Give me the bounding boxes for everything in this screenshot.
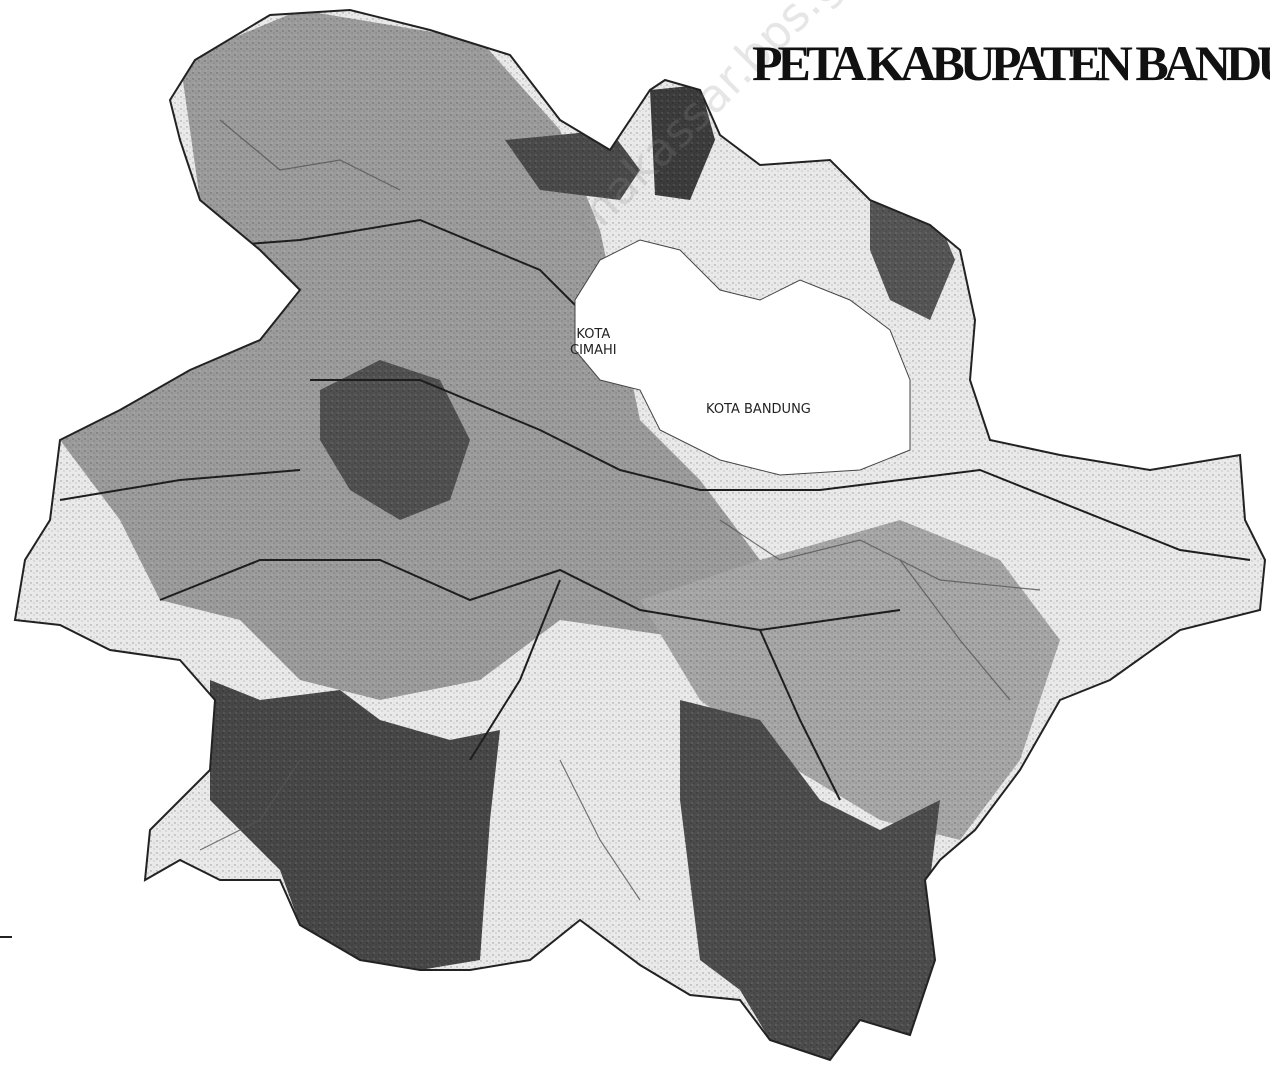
- map-title: PETA KABUPATEN BANDU: [752, 35, 1270, 91]
- road-network: [59, 218, 1251, 801]
- district-outline: [13, 8, 1267, 1062]
- label-kota-cimahi-line2: CIMAHI: [570, 343, 617, 359]
- label-kota-bandung: KOTA BANDUNG: [706, 402, 811, 417]
- label-kota-cimahi: KOTA CIMAHI: [570, 327, 617, 360]
- label-kota-cimahi-line1: KOTA: [576, 327, 611, 342]
- city-area-bandung-cimahi: [574, 239, 911, 476]
